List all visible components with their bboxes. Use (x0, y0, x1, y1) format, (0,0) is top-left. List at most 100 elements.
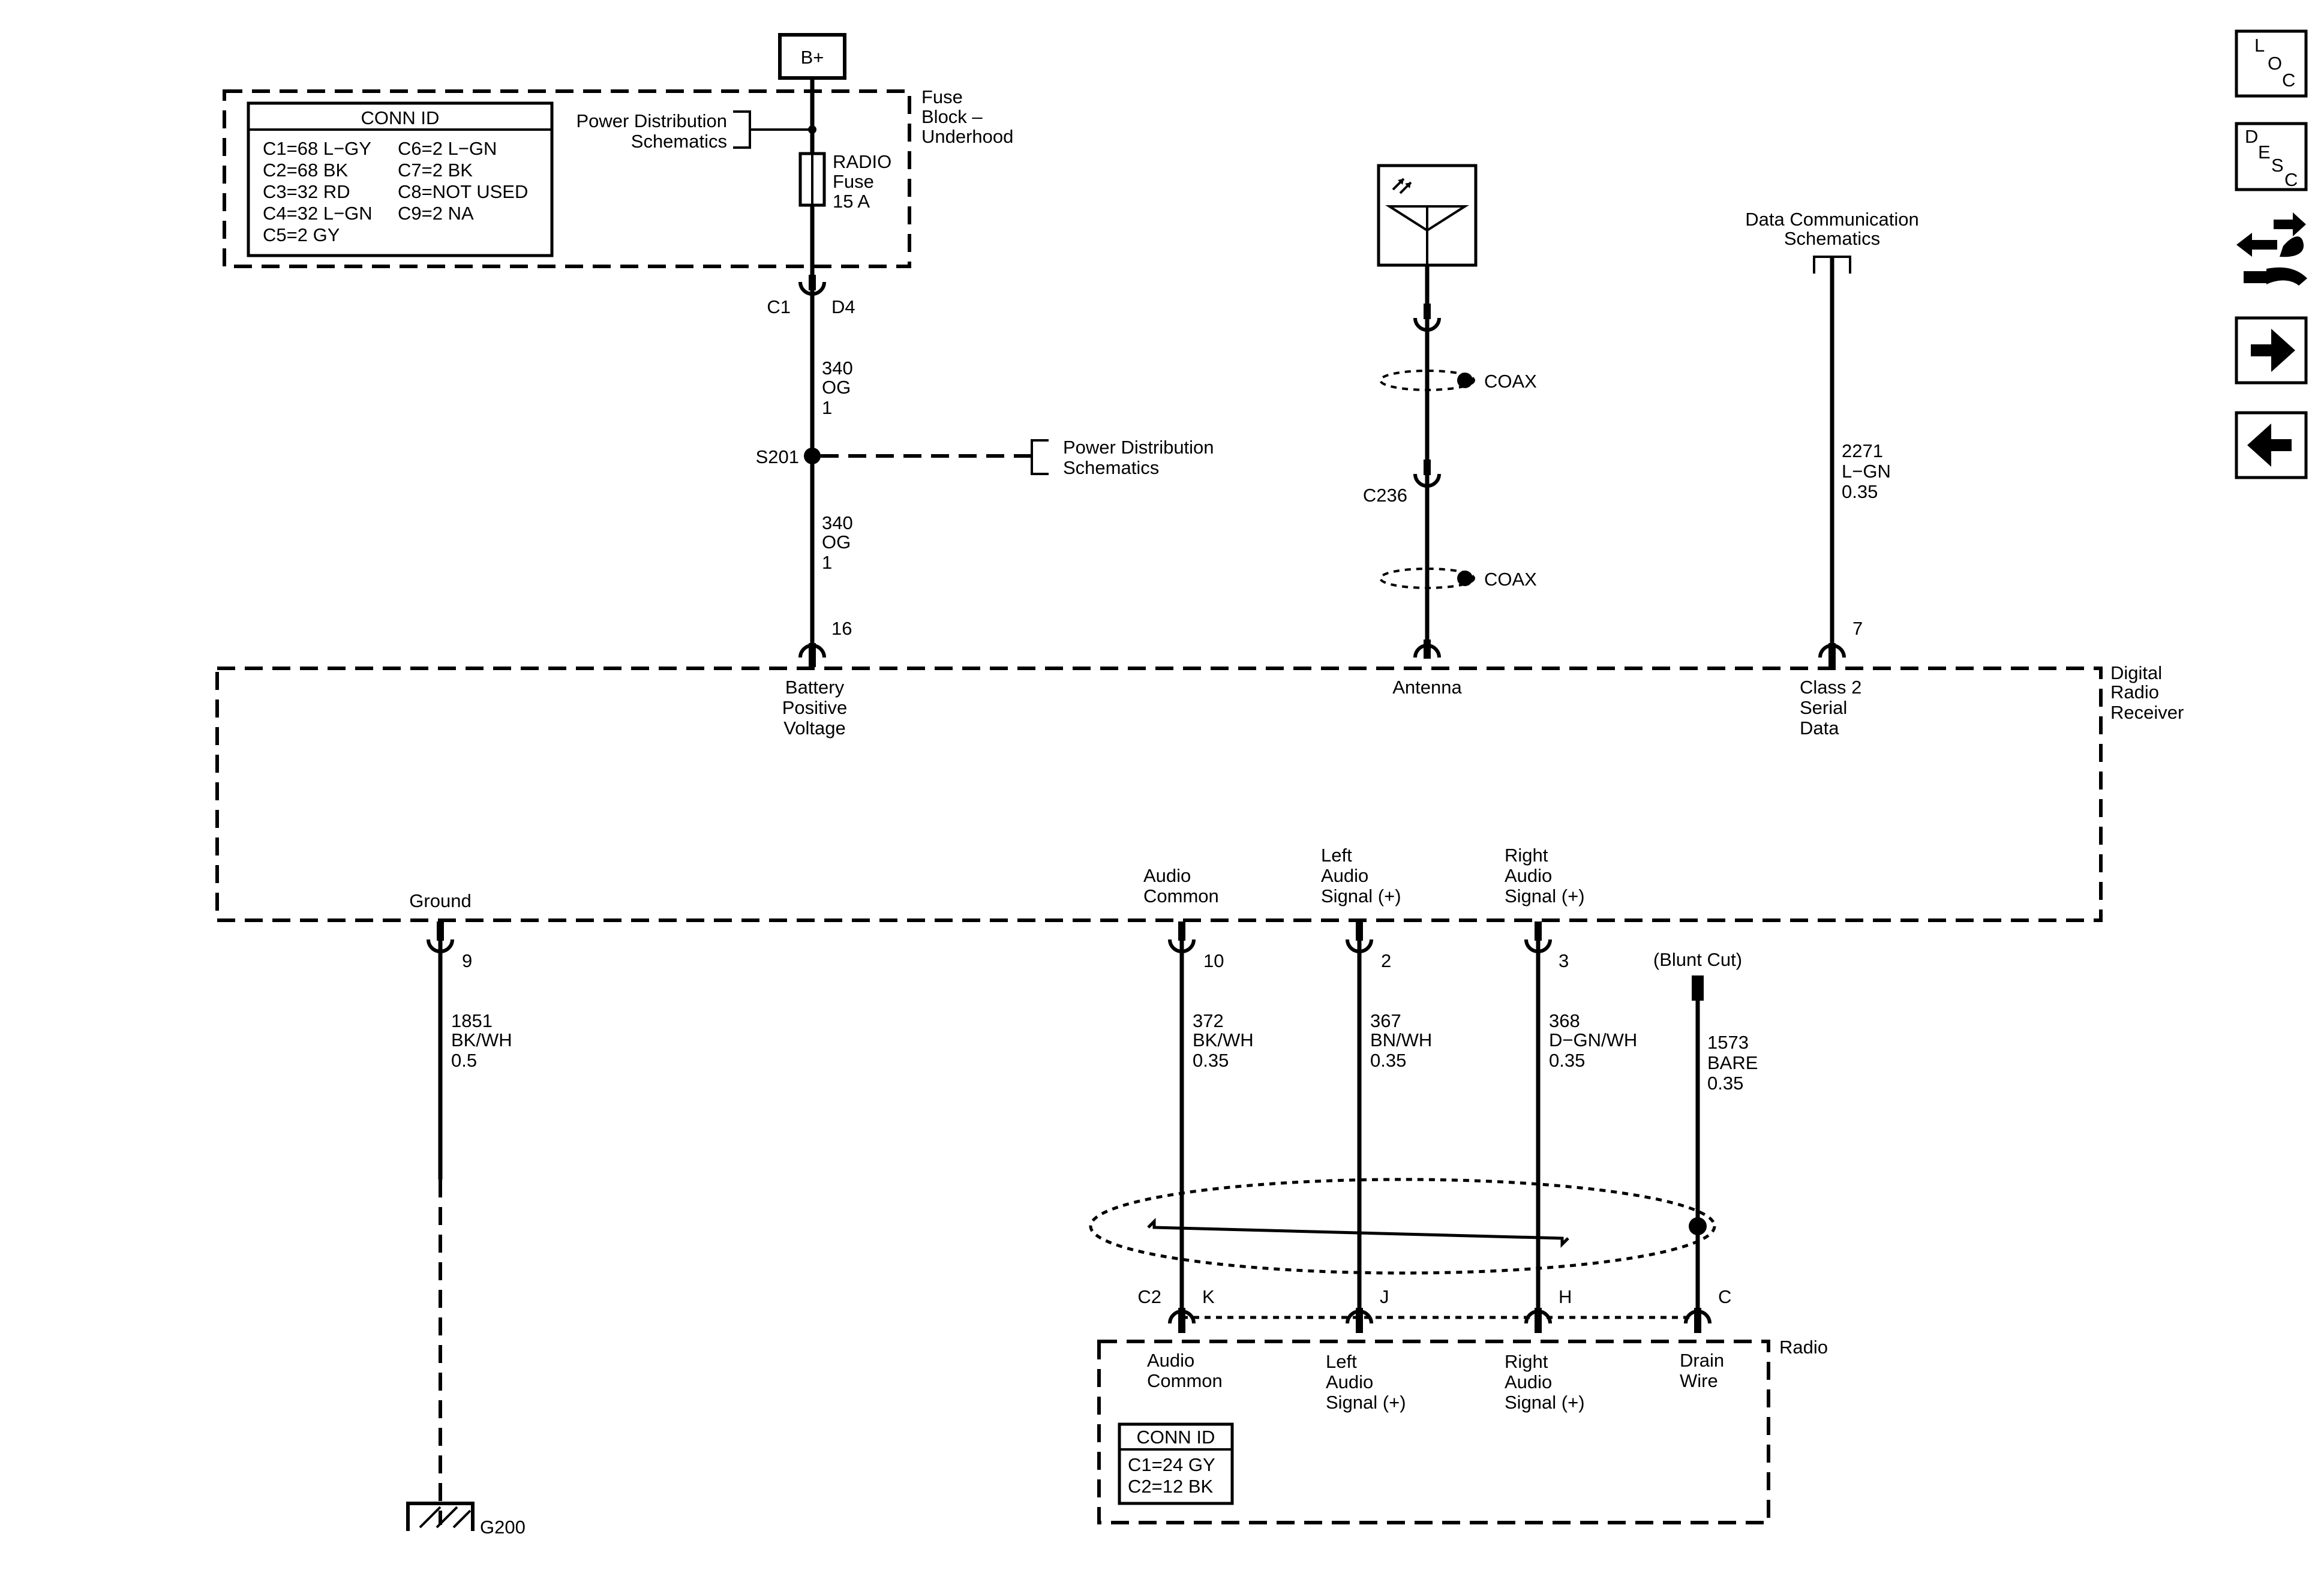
svg-text:C8=NOT USED: C8=NOT USED (398, 181, 528, 202)
svg-text:367: 367 (1370, 1010, 1401, 1031)
svg-text:Signal (+): Signal (+) (1326, 1392, 1406, 1413)
receiver-pin-16 (798, 643, 826, 667)
right-audio-wire-label: 368 D−GN/WH 0.35 (1549, 1010, 1637, 1071)
svg-text:RADIO: RADIO (833, 151, 891, 172)
svg-text:Audio: Audio (1143, 865, 1191, 886)
coax-label-2: COAX (1484, 569, 1537, 590)
svg-text:Voltage: Voltage (783, 718, 845, 739)
radio-pin-j (1346, 1308, 1373, 1333)
svg-text:D−GN/WH: D−GN/WH (1549, 1029, 1637, 1050)
radio-conn-id-table: CONN ID C1=24 GY C2=12 BK (1118, 1422, 1234, 1505)
svg-text:Audio: Audio (1147, 1350, 1194, 1371)
svg-text:Digital: Digital (2110, 662, 2162, 683)
svg-text:L: L (2254, 35, 2265, 56)
svg-text:1851: 1851 (451, 1010, 493, 1031)
power-wire-upper-label: 340 OG 1 (822, 358, 853, 418)
svg-text:L−GN: L−GN (1842, 461, 1891, 482)
svg-text:C1=68 L−GY: C1=68 L−GY (263, 138, 371, 159)
radio-fuse-label: RADIO Fuse 15 A (833, 151, 891, 212)
radio-name: Radio (1779, 1337, 1828, 1358)
power-distribution-ref-2[interactable]: Power Distribution Schematics (1063, 437, 1214, 478)
radio-pin-h-label: H (1559, 1286, 1572, 1307)
next-page-button[interactable] (2235, 316, 2308, 385)
splice-s201 (804, 448, 821, 464)
previous-page-button[interactable] (2235, 411, 2308, 479)
radio-outline (1097, 1340, 1770, 1524)
ground-symbol (406, 1502, 475, 1531)
ground-g200-label: G200 (480, 1517, 526, 1538)
svg-text:368: 368 (1549, 1010, 1580, 1031)
svg-text:C5=2 GY: C5=2 GY (263, 224, 340, 245)
ground-wire-label: 1851 BK/WH 0.5 (451, 1010, 512, 1071)
receiver-audio-common-label: Audio Common (1143, 865, 1219, 906)
svg-text:Underhood: Underhood (921, 126, 1013, 147)
power-distribution-ref-1[interactable]: Power Distribution Schematics (576, 110, 816, 152)
desc-button[interactable]: D E S C (2235, 122, 2308, 191)
svg-text:Right: Right (1505, 845, 1548, 866)
svg-text:Common: Common (1143, 885, 1219, 906)
coax-shield-2 (1379, 568, 1475, 589)
svg-text:Signal (+): Signal (+) (1321, 885, 1401, 906)
svg-text:Power Distribution: Power Distribution (1063, 437, 1214, 458)
svg-text:C2=68 BK: C2=68 BK (263, 160, 349, 181)
antenna-label: Antenna (1392, 677, 1462, 698)
radio-fuse (798, 150, 826, 210)
svg-text:C: C (2282, 70, 2295, 91)
radio-pin-k (1168, 1308, 1196, 1333)
svg-text:340: 340 (822, 358, 853, 379)
receiver-antenna-pin (1413, 640, 1441, 659)
svg-text:Common: Common (1147, 1370, 1223, 1391)
svg-text:Receiver: Receiver (2110, 702, 2184, 723)
svg-text:S: S (2271, 155, 2284, 176)
pin-7-label: 7 (1852, 618, 1863, 639)
svg-text:0.35: 0.35 (1193, 1050, 1229, 1071)
fuse-block-name: Fuse Block – Underhood (921, 86, 1013, 147)
power-wire-lower-label: 340 OG 1 (822, 512, 853, 573)
svg-text:Audio: Audio (1326, 1371, 1373, 1392)
blunt-cut-label: (Blunt Cut) (1653, 949, 1742, 970)
coax-label-1: COAX (1484, 371, 1537, 392)
connector-swap-icon[interactable] (2236, 212, 2307, 286)
svg-text:C: C (2284, 169, 2298, 190)
twisted-pair-shield (1089, 1178, 1716, 1275)
receiver-right-audio-label: Right Audio Signal (+) (1505, 845, 1585, 906)
radio-connector-c2-label: C2 (1137, 1286, 1161, 1307)
svg-text:1573: 1573 (1707, 1032, 1749, 1053)
svg-text:O: O (2268, 53, 2282, 74)
audio-common-wire-label: 372 BK/WH 0.35 (1193, 1010, 1254, 1071)
data-communication-ref[interactable]: Data Communication Schematics (1745, 209, 1919, 274)
svg-text:BN/WH: BN/WH (1370, 1029, 1432, 1050)
radio-pin-k-label: K (1202, 1286, 1215, 1307)
svg-text:BARE: BARE (1707, 1052, 1758, 1073)
svg-text:0.35: 0.35 (1549, 1050, 1585, 1071)
left-audio-wire-label: 367 BN/WH 0.35 (1370, 1010, 1432, 1071)
loc-button[interactable]: L O C (2235, 29, 2308, 98)
svg-text:C2=12 BK: C2=12 BK (1128, 1476, 1214, 1497)
svg-text:372: 372 (1193, 1010, 1224, 1031)
pin-10-label: 10 (1203, 950, 1224, 971)
radio-left-audio-label: Left Audio Signal (+) (1326, 1351, 1406, 1413)
svg-text:Positive: Positive (782, 697, 848, 718)
radio-pin-c-label: C (1718, 1286, 1731, 1307)
radio-drain-wire-label: Drain Wire (1680, 1350, 1724, 1391)
connector-c236-label: C236 (1363, 485, 1407, 506)
receiver-pin-7 (1818, 643, 1846, 667)
serial-data-wire-label: 2271 L−GN 0.35 (1842, 440, 1891, 502)
svg-text:D: D (2245, 126, 2258, 147)
svg-text:CONN ID: CONN ID (1137, 1427, 1215, 1448)
radio-right-audio-label: Right Audio Signal (+) (1505, 1351, 1585, 1413)
svg-text:Data: Data (1800, 718, 1839, 739)
ground-label: Ground (409, 890, 471, 911)
svg-text:OG: OG (822, 377, 851, 398)
svg-text:C7=2 BK: C7=2 BK (398, 160, 473, 181)
pin-16-label: 16 (831, 618, 852, 639)
right-arrow-icon (2251, 329, 2295, 372)
connector-c1-label: C1 (767, 296, 791, 317)
svg-text:Drain: Drain (1680, 1350, 1724, 1371)
svg-text:Data Communication: Data Communication (1745, 209, 1918, 230)
splice-s201-label: S201 (756, 446, 799, 467)
pin-2-label: 2 (1381, 950, 1391, 971)
svg-text:BK/WH: BK/WH (1193, 1029, 1254, 1050)
svg-text:Schematics: Schematics (1063, 457, 1159, 478)
fuse-block-outline (223, 89, 911, 268)
